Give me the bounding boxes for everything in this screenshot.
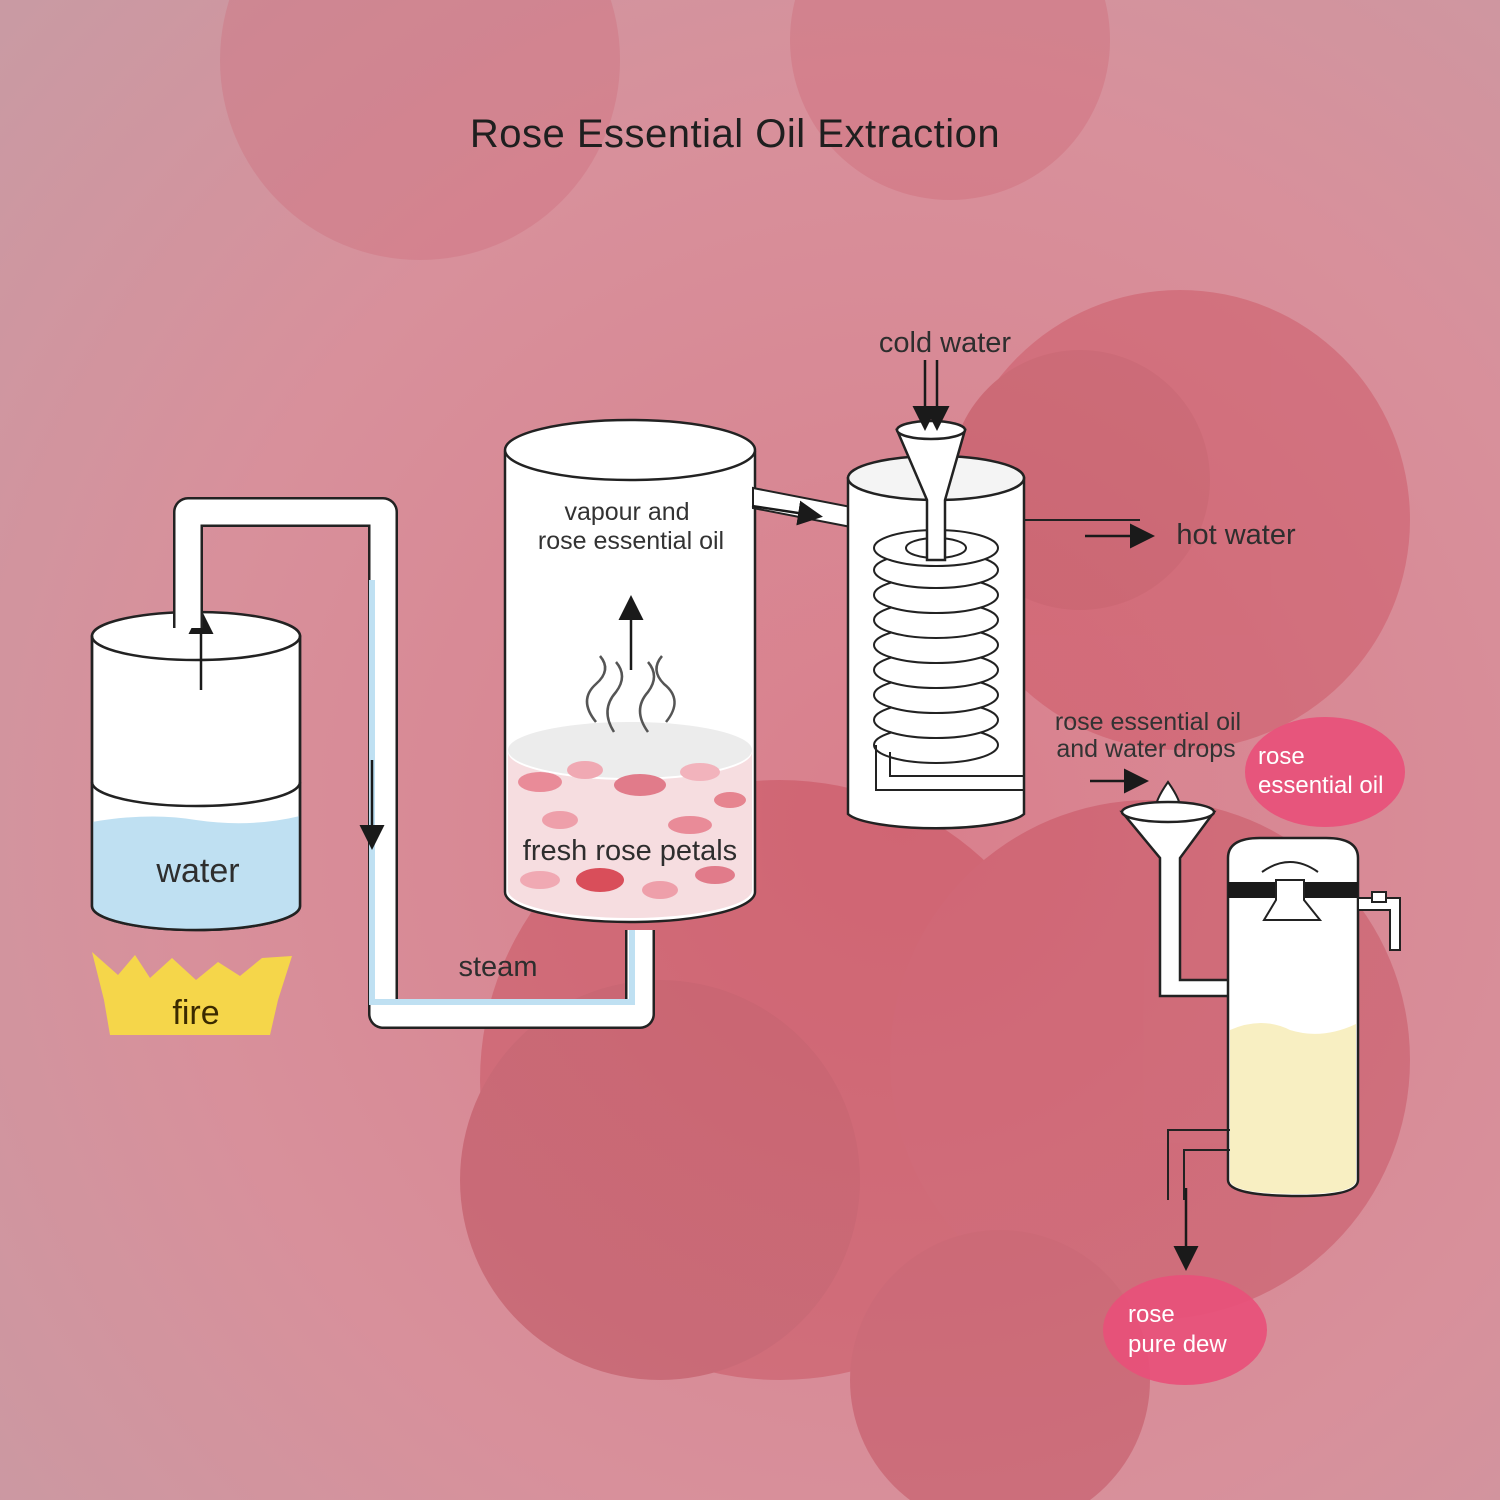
drops-label-line2: and water drops: [1056, 735, 1235, 763]
steam-swirl-icon: [585, 655, 676, 733]
vapour-label-line1: vapour and: [564, 498, 689, 526]
steam-label: steam: [459, 951, 538, 983]
water-tank: [90, 610, 302, 932]
diagram-title: Rose Essential Oil Extraction: [470, 112, 1000, 156]
oil-badge: [1245, 717, 1405, 827]
water-label: water: [155, 852, 239, 890]
separator-vessel: [1167, 836, 1401, 1200]
dew-badge-line1: rose: [1128, 1301, 1175, 1328]
cold-water-label: cold water: [879, 327, 1012, 359]
vapour-label-line2: rose essential oil: [538, 527, 724, 555]
dew-badge: [1103, 1275, 1267, 1385]
oil-badge-line1: rose: [1258, 743, 1305, 770]
fire-shape: [92, 952, 292, 1035]
fire-label: fire: [172, 994, 219, 1032]
rose-petals: [518, 761, 746, 899]
hot-water-label: hot water: [1176, 519, 1296, 551]
condenser: [846, 419, 1140, 830]
vapour-pipe-arrow: [751, 500, 823, 526]
petals-label: fresh rose petals: [523, 835, 737, 867]
drops-label-line1: rose essential oil: [1055, 708, 1241, 736]
oil-badge-line2: essential oil: [1258, 772, 1383, 799]
dew-badge-line2: pure dew: [1128, 1331, 1227, 1358]
distillation-still: [503, 418, 757, 924]
